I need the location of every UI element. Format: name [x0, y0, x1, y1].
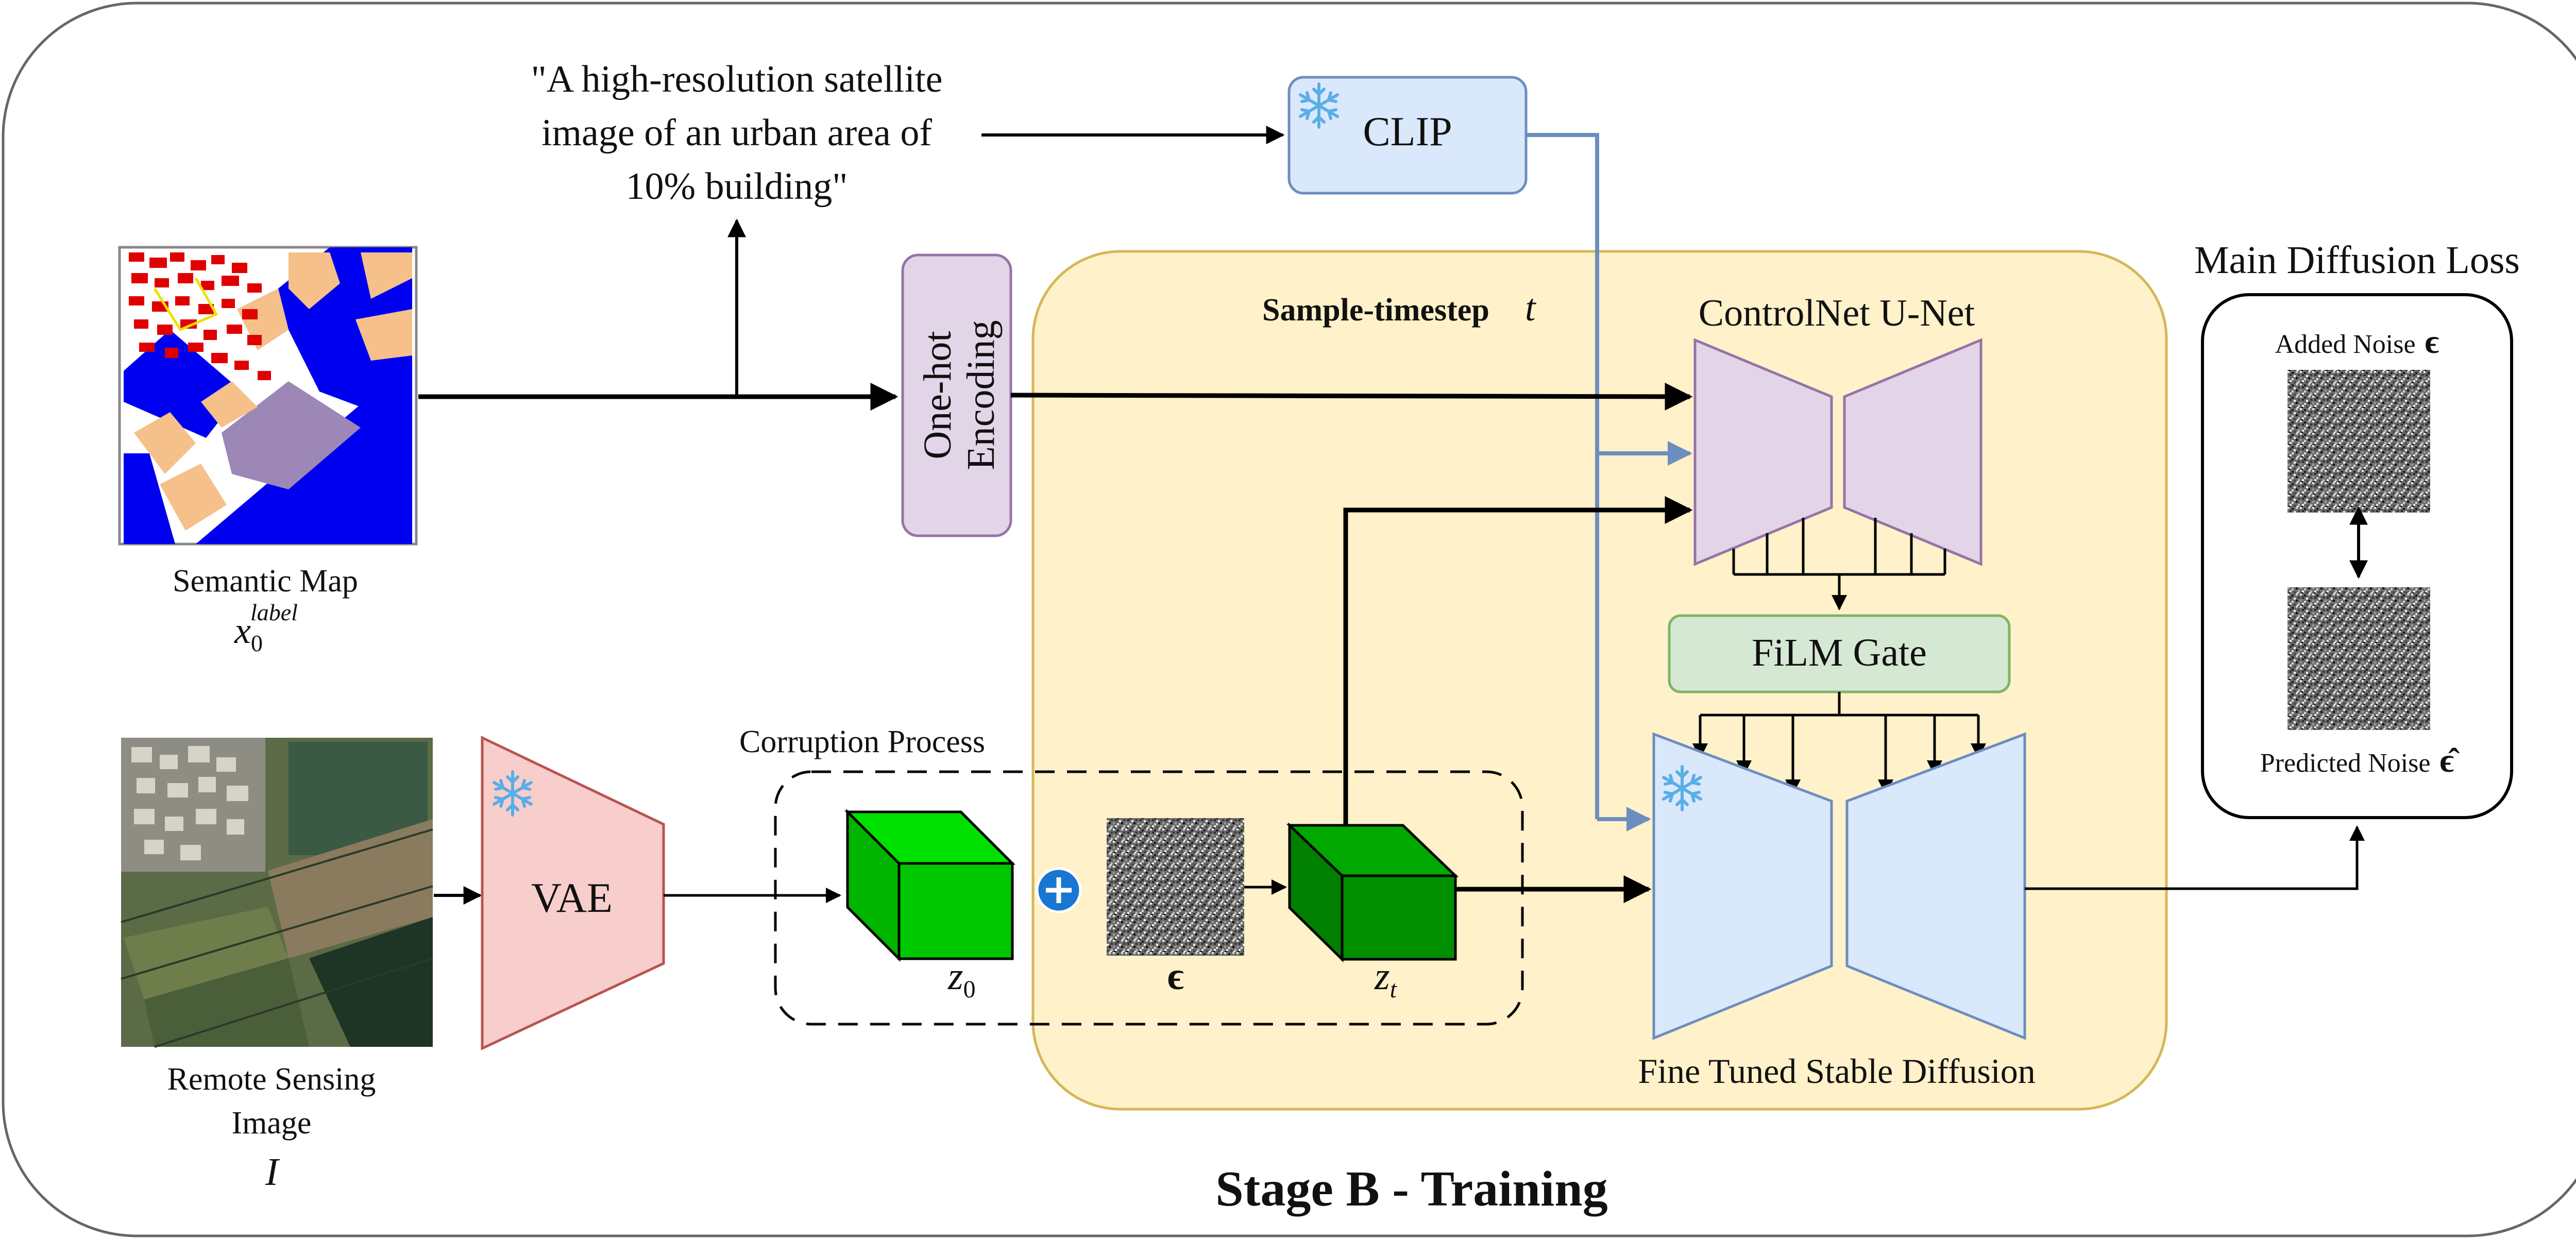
prompt-line-1: "A high-resolution satellite — [531, 58, 943, 100]
clip-label: CLIP — [1363, 109, 1452, 155]
prompt-line-3: 10% building" — [625, 165, 848, 208]
z0-cube — [844, 808, 1016, 962]
remote-image-symbol: I — [265, 1150, 280, 1194]
semantic-map-image — [118, 246, 418, 546]
zt-label: zt — [1374, 955, 1398, 1003]
vae-block — [481, 736, 665, 1050]
semantic-map-label: Semantic Map — [173, 564, 358, 599]
arrow-onehot-to-controlnet — [1010, 382, 1693, 411]
vae-label: VAE — [531, 874, 613, 921]
zt-cube — [1286, 822, 1459, 962]
remote-image-line-2: Image — [232, 1106, 312, 1141]
added-noise-image — [2287, 370, 2430, 513]
arrow-sd-to-loss — [2025, 825, 2365, 890]
arrow-zt-to-controlnet — [1343, 496, 1693, 825]
semantic-map-symbol: x0label — [234, 599, 298, 656]
corruption-label: Corruption Process — [739, 724, 985, 759]
sd-decoder — [1845, 732, 2026, 1040]
controlnet-encoder — [1693, 338, 1833, 566]
remote-sensing-image — [121, 738, 433, 1048]
onehot-line-2: Encoding — [959, 320, 1003, 470]
predicted-noise-image — [2287, 587, 2430, 730]
epsilon-noise-image — [1107, 818, 1244, 956]
controlnet-film-connectors — [1732, 518, 1946, 610]
z0-label: z0 — [947, 955, 976, 1003]
controlnet-label: ControlNet U-Net — [1699, 292, 1975, 334]
timestep-label: Sample-timestep — [1262, 293, 1489, 328]
plus-icon — [1036, 867, 1082, 913]
clip-path — [1526, 133, 1599, 819]
sd-label: Fine Tuned Stable Diffusion — [1638, 1051, 2035, 1091]
sd-encoder — [1652, 732, 1833, 1040]
prompt-line-2: image of an urban area of — [541, 112, 932, 154]
timestep-symbol: t — [1525, 287, 1537, 329]
onehot-line-1: One-hot — [916, 331, 959, 459]
stage-title: Stage B - Training — [1215, 1161, 1607, 1217]
film-gate-label: FiLM Gate — [1752, 631, 1927, 674]
remote-image-line-1: Remote Sensing — [167, 1062, 376, 1097]
loss-title: Main Diffusion Loss — [2194, 239, 2520, 282]
controlnet-decoder — [1843, 338, 1982, 566]
epsilon-label: ϵ — [1167, 955, 1184, 998]
corruption-box — [774, 770, 1524, 1026]
